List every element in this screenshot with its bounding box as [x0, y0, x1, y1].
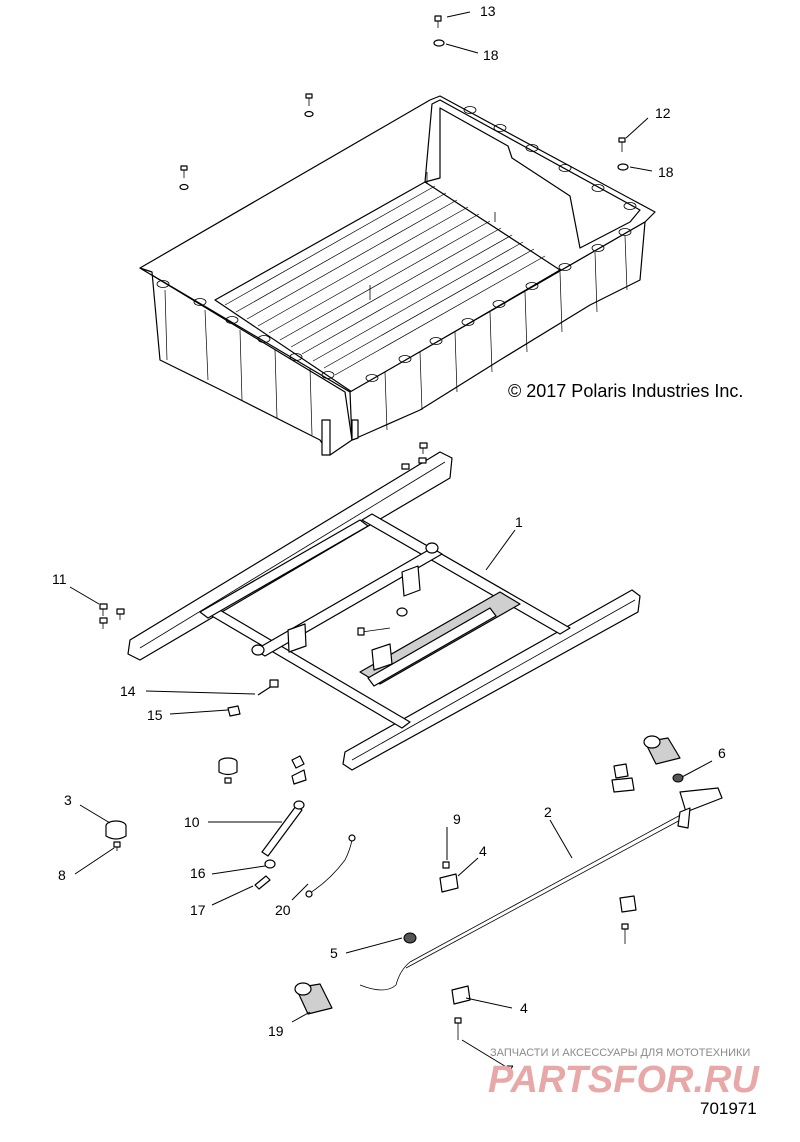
spring-6: [672, 773, 684, 783]
clip-16: [264, 859, 276, 869]
latch-rod-2: [359, 787, 723, 991]
watermark-brand: PARTSFOR.RU: [488, 1059, 760, 1101]
callout-19: 19: [268, 1023, 284, 1039]
spring-5: [403, 932, 417, 944]
callout-12: 12: [655, 105, 671, 121]
nut-15: [227, 705, 241, 717]
screw-8: [113, 841, 121, 851]
callout-7: 7: [506, 1062, 514, 1078]
callout-6: 6: [718, 745, 726, 761]
diagram-reference-number: 701971: [700, 1099, 757, 1118]
bolt-11a: [99, 603, 108, 616]
bolt-12: [618, 137, 626, 152]
callout-18-right: 18: [658, 164, 674, 180]
bolt-7: [454, 1017, 462, 1040]
callout-1: 1: [515, 514, 523, 530]
callout-11: 11: [52, 571, 67, 587]
skirt-ribs: [164, 235, 628, 436]
box-frame: [127, 451, 641, 771]
bumper-upper: [218, 757, 238, 784]
handle-grip-19: [294, 982, 333, 1015]
bolt-11b: [116, 608, 125, 620]
tub-hardware: [179, 15, 629, 191]
callout-18-top: 18: [483, 47, 499, 63]
screw-9: [442, 861, 450, 869]
callout-15: 15: [147, 707, 163, 723]
callout-4-upper: 4: [479, 843, 487, 859]
lower-parts: [105, 735, 723, 1040]
callout-labels: 13 18 12 18 1 11 14 15 6 3 10 9 2 4 8 16…: [52, 3, 726, 1078]
watermark: ЗАПЧАСТИ И АКСЕССУАРЫ ДЛЯ МОТОТЕХНИКИ PA…: [488, 1047, 760, 1101]
frame-hardware: [99, 442, 428, 717]
bolt-11c: [99, 617, 108, 629]
callout-13: 13: [480, 3, 496, 19]
bolt-top-b: [401, 463, 410, 470]
watermark-tagline: ЗАПЧАСТИ И АКСЕССУАРЫ ДЛЯ МОТОТЕХНИКИ: [490, 1047, 750, 1059]
floor-ribs: [224, 185, 546, 376]
leader-lines: [69, 11, 713, 1069]
rim-holes: [156, 106, 637, 382]
callout-20: 20: [275, 902, 291, 918]
bumper-3: [105, 820, 127, 840]
callout-17: 17: [190, 902, 206, 918]
callout-14: 14: [120, 683, 136, 699]
clamp-4a: [439, 873, 459, 893]
cable-20: [309, 839, 353, 894]
callout-3: 3: [64, 792, 72, 808]
long-bolt-14: [257, 679, 279, 696]
copyright-notice: © 2017 Polaris Industries Inc.: [508, 381, 743, 401]
washer-18-right: [617, 163, 629, 171]
bolt-tub-left-2: [179, 165, 189, 191]
callout-16: 16: [190, 865, 206, 881]
callout-8: 8: [58, 867, 66, 883]
handle-grip-top: [643, 735, 681, 765]
callout-10: 10: [184, 814, 200, 830]
callout-5: 5: [330, 945, 338, 961]
bolt-top-c: [418, 457, 427, 464]
pin-17: [254, 875, 271, 890]
cargo-box: [139, 95, 656, 456]
pivot-bolt: [357, 627, 391, 636]
washer-18-top: [433, 39, 445, 47]
bolt-top-a: [419, 442, 428, 454]
callout-4-lower: 4: [520, 1000, 528, 1016]
callout-2: 2: [544, 804, 552, 820]
gas-spring-10: [261, 800, 305, 857]
callout-9: 9: [453, 811, 461, 827]
clamp-4b: [451, 985, 471, 1005]
bolt-13: [434, 15, 442, 28]
bolt-tub-left-1: [304, 93, 314, 118]
